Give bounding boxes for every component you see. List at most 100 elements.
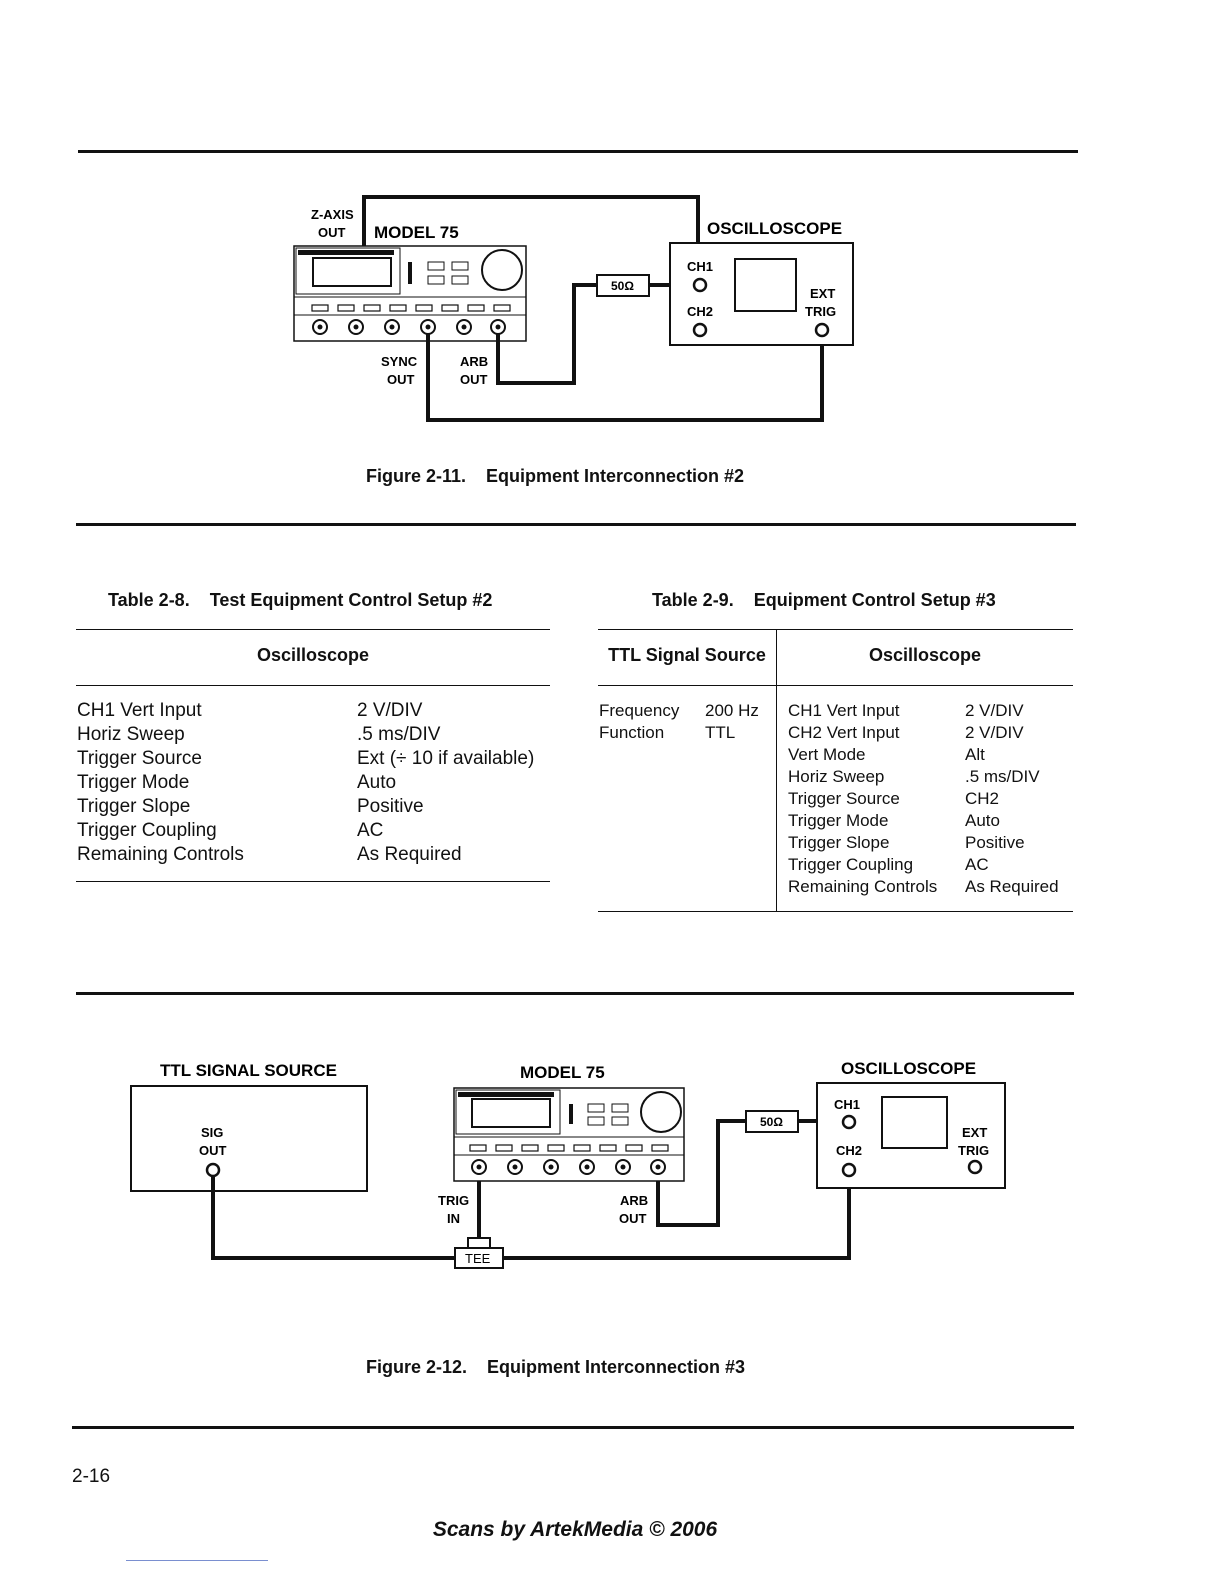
model-75-instrument [293, 245, 527, 342]
sig-out-label: OUT [199, 1143, 227, 1158]
table-2-8-value: .5 ms/DIV [357, 724, 441, 745]
rule-after-figure-11 [76, 523, 1076, 526]
scope-value: AC [965, 855, 989, 874]
arb-label-1: ARB [620, 1193, 648, 1208]
model-75-label: MODEL 75 [520, 1063, 605, 1082]
scope-value: Alt [965, 745, 985, 764]
scope-label: Trigger Slope [788, 833, 890, 852]
scope-value: 2 V/DIV [965, 701, 1024, 720]
arb-out-cable [656, 1119, 746, 1227]
page-number: 2-16 [72, 1466, 111, 1487]
figure-2-12-caption: Figure 2-12. Equipment Interconnection #… [366, 1357, 746, 1377]
oscilloscope-box [816, 1082, 1006, 1189]
table-2-8-title: Table 2-8. Test Equipment Control Setup … [108, 590, 493, 610]
table-2-8-label: Trigger Coupling [77, 820, 217, 841]
scope-value: As Required [965, 877, 1059, 896]
table-2-8-value: As Required [357, 844, 462, 865]
table-2-8-label: Trigger Source [77, 748, 202, 769]
scope-value: CH2 [965, 789, 1000, 808]
fifty-ohm-label: 50Ω [611, 279, 634, 293]
tee-connector [454, 1237, 504, 1269]
scope-label: Horiz Sweep [788, 767, 885, 786]
zaxis-label-2: OUT [318, 225, 346, 240]
arb-label-2: OUT [460, 372, 488, 387]
ttl-label: Frequency [599, 701, 680, 720]
figure-2-12-diagram: TTL SIGNAL SOURCE SIG OUT MODEL 75 OSCIL… [130, 1059, 1006, 1269]
rule-before-figure-12 [76, 992, 1074, 995]
sync-cable [426, 334, 824, 422]
table-2-8-label: Trigger Slope [77, 796, 191, 817]
table-2-8-label: Horiz Sweep [77, 724, 185, 745]
table-2-8-label: CH1 Vert Input [77, 700, 202, 721]
scope-value: Positive [965, 833, 1025, 852]
table-2-9-header-scope: Oscilloscope [868, 645, 982, 665]
trig-in-label-2: IN [447, 1211, 460, 1226]
scope-label: Trigger Coupling [788, 855, 914, 874]
table-2-9-ttl-values: 200 Hz TTL [705, 700, 759, 744]
sig-out-cable [211, 1176, 455, 1260]
model-75-label: MODEL 75 [374, 223, 459, 242]
table-2-8-label: Remaining Controls [77, 844, 244, 865]
ch1-label: CH1 [687, 259, 713, 274]
decorative-line [126, 1560, 268, 1561]
scope-label: Remaining Controls [788, 877, 938, 896]
scope-label: CH2 Vert Input [788, 723, 900, 742]
table-2-9-scope-labels: CH1 Vert Input CH2 Vert Input Vert Mode … [788, 700, 937, 898]
table-2-9-bottom-rule [598, 911, 1073, 912]
table-2-8-label: Trigger Mode [77, 772, 190, 793]
figure-2-11-caption: Figure 2-11. Equipment Interconnection #… [366, 466, 745, 486]
table-2-9-header-ttl: TTL Signal Source [608, 645, 766, 665]
table-2-9-top-rule [598, 629, 1073, 630]
zaxis-label-1: Z-AXIS [311, 207, 354, 222]
ext-label: EXT [810, 286, 835, 301]
ext-label: EXT [962, 1125, 987, 1140]
ch1-label: CH1 [834, 1097, 860, 1112]
ch2-label: CH2 [687, 304, 713, 319]
trig-in-label-1: TRIG [438, 1193, 469, 1208]
table-2-8-header: Oscilloscope [256, 645, 370, 665]
table-2-8-value: Positive [357, 796, 424, 817]
arb-label-1: ARB [460, 354, 488, 369]
table-2-8-header-rule [76, 685, 550, 686]
scope-label: Vert Mode [788, 745, 866, 764]
arb-label-2: OUT [619, 1211, 647, 1226]
trig-label: TRIG [958, 1143, 989, 1158]
model-75-instrument [453, 1087, 685, 1182]
figure-2-11-diagram: Z-AXIS OUT MODEL 75 OSCILLOSCOPE CH1 CH2… [293, 195, 854, 422]
bottom-rule [72, 1426, 1074, 1429]
table-2-8-value: Auto [357, 772, 397, 793]
oscilloscope-label: OSCILLOSCOPE [841, 1059, 976, 1078]
tee-label: TEE [465, 1251, 491, 1266]
ttl-signal-source-box [130, 1085, 368, 1192]
table-2-8-value: AC [357, 820, 384, 841]
table-2-8-value: Ext (÷ 10 if available) [357, 748, 535, 769]
ttl-signal-source-label: TTL SIGNAL SOURCE [160, 1061, 337, 1080]
table-2-8-values: 2 V/DIV .5 ms/DIV Ext (÷ 10 if available… [357, 699, 534, 867]
trig-label: TRIG [805, 304, 836, 319]
scope-label: CH1 Vert Input [788, 701, 900, 720]
sync-label-1: SYNC [381, 354, 418, 369]
sync-label-2: OUT [387, 372, 415, 387]
ttl-label: Function [599, 723, 665, 742]
table-2-9-title: Table 2-9. Equipment Control Setup #3 [652, 590, 996, 610]
table-2-8-top-rule [76, 629, 550, 630]
tee-to-ch2-cable [503, 1176, 851, 1260]
scope-label: Trigger Mode [788, 811, 889, 830]
scope-value: Auto [965, 811, 1000, 830]
table-2-8-value: 2 V/DIV [357, 700, 423, 721]
table-2-9-divider [776, 629, 777, 912]
scope-label: Trigger Source [788, 789, 900, 808]
table-2-9-scope-values: 2 V/DIV 2 V/DIV Alt .5 ms/DIV CH2 Auto P… [965, 700, 1059, 898]
table-2-9-ttl-labels: Frequency Function [599, 700, 679, 744]
ttl-value: TTL [705, 723, 736, 742]
oscilloscope-box [669, 242, 854, 346]
sig-label: SIG [201, 1125, 223, 1140]
top-rule [78, 150, 1078, 153]
scope-value: .5 ms/DIV [965, 767, 1040, 786]
table-2-8-labels: CH1 Vert Input Horiz Sweep Trigger Sourc… [77, 699, 244, 867]
ttl-value: 200 Hz [705, 701, 759, 720]
ch2-label: CH2 [836, 1143, 862, 1158]
scope-value: 2 V/DIV [965, 723, 1024, 742]
table-2-9-header-rule [598, 685, 1073, 686]
scan-credit-footer: Scans by ArtekMedia © 2006 [432, 1518, 718, 1541]
